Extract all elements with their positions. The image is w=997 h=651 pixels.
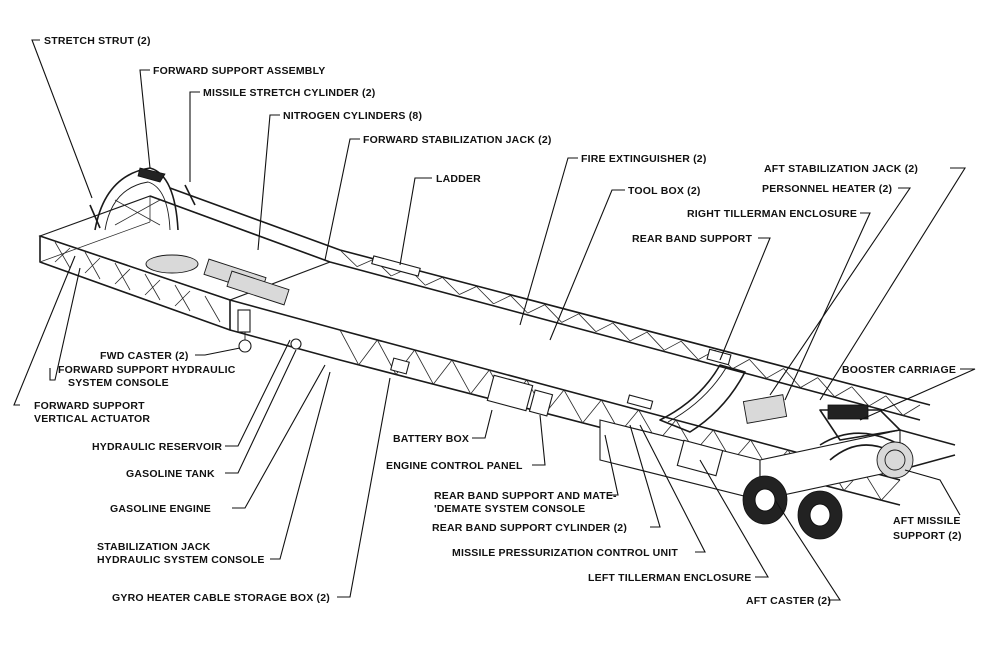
label-gasoline-engine: GASOLINE ENGINE bbox=[110, 503, 211, 515]
label-forward-stabilization-jack: FORWARD STABILIZATION JACK (2) bbox=[363, 134, 552, 146]
label-fire-extinguisher: FIRE EXTINGUISHER (2) bbox=[581, 153, 707, 165]
label-aft-stabilization-jack: AFT STABILIZATION JACK (2) bbox=[764, 163, 918, 175]
label-ladder: LADDER bbox=[436, 173, 481, 185]
label-rear-band-mate-2: 'DEMATE SYSTEM CONSOLE bbox=[434, 503, 585, 515]
label-forward-support-vertical-1: FORWARD SUPPORT bbox=[34, 400, 145, 412]
label-forward-support-hydraulic-2: SYSTEM CONSOLE bbox=[68, 377, 169, 389]
label-nitrogen-cylinders: NITROGEN CYLINDERS (8) bbox=[283, 110, 422, 122]
label-forward-support-vertical-2: VERTICAL ACTUATOR bbox=[34, 413, 150, 425]
label-aft-caster: AFT CASTER (2) bbox=[746, 595, 831, 607]
forward-support-cradle bbox=[89, 167, 196, 231]
label-battery-box: BATTERY BOX bbox=[393, 433, 469, 445]
aft-wheels bbox=[742, 475, 843, 540]
leader-lines bbox=[13, 39, 976, 601]
label-aft-missile-1: AFT MISSILE bbox=[893, 515, 961, 527]
forward-deck bbox=[38, 195, 332, 331]
label-rear-band-mate-1: REAR BAND SUPPORT AND MATE- bbox=[434, 490, 617, 502]
label-forward-support-assembly: FORWARD SUPPORT ASSEMBLY bbox=[153, 65, 325, 77]
label-gyro-heater: GYRO HEATER CABLE STORAGE BOX (2) bbox=[112, 592, 330, 604]
label-stretch-strut: STRETCH STRUT (2) bbox=[44, 35, 151, 47]
label-personnel-heater: PERSONNEL HEATER (2) bbox=[762, 183, 892, 195]
label-hydraulic-reservoir: HYDRAULIC RESERVOIR bbox=[92, 441, 222, 453]
label-forward-support-hydraulic-1: FORWARD SUPPORT HYDRAULIC bbox=[58, 364, 236, 376]
ladder bbox=[371, 255, 421, 277]
label-stabilization-jack-2: HYDRAULIC SYSTEM CONSOLE bbox=[97, 554, 265, 566]
label-left-tillerman-enclosure: LEFT TILLERMAN ENCLOSURE bbox=[588, 572, 751, 584]
label-aft-missile-2: SUPPORT (2) bbox=[893, 530, 962, 542]
label-rear-band-support: REAR BAND SUPPORT bbox=[632, 233, 752, 245]
callout-labels: STRETCH STRUT (2) FORWARD SUPPORT ASSEMB… bbox=[34, 35, 962, 607]
trailer-illustration bbox=[38, 167, 956, 540]
label-engine-control-panel: ENGINE CONTROL PANEL bbox=[386, 460, 523, 472]
label-booster-carriage: BOOSTER CARRIAGE bbox=[842, 364, 956, 376]
label-stabilization-jack-1: STABILIZATION JACK bbox=[97, 541, 211, 553]
label-rear-band-support-cylinder: REAR BAND SUPPORT CYLINDER (2) bbox=[432, 522, 627, 534]
label-missile-pressurization: MISSILE PRESSURIZATION CONTROL UNIT bbox=[452, 547, 678, 559]
fwd-caster-wheel bbox=[238, 332, 302, 353]
rear-band-support bbox=[659, 364, 746, 433]
label-fwd-caster: FWD CASTER (2) bbox=[100, 350, 189, 362]
label-gasoline-tank: GASOLINE TANK bbox=[126, 468, 215, 480]
label-missile-stretch-cylinder: MISSILE STRETCH CYLINDER (2) bbox=[203, 87, 375, 99]
label-right-tillerman-enclosure: RIGHT TILLERMAN ENCLOSURE bbox=[687, 208, 857, 220]
label-tool-box: TOOL BOX (2) bbox=[628, 185, 701, 197]
lower-rail-equipment bbox=[237, 309, 732, 417]
